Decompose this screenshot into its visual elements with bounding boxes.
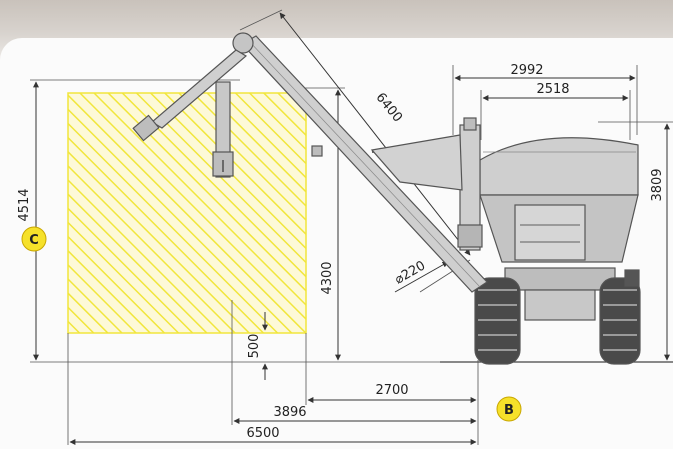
badge-c: C <box>21 226 47 252</box>
auger-assembly <box>132 32 488 293</box>
extension-lines <box>30 9 673 445</box>
auger-head <box>232 32 254 54</box>
chassis <box>504 267 616 291</box>
grain-cart <box>457 117 641 365</box>
dim-label-6400: 6400 <box>372 90 404 125</box>
badge-b-label: B <box>504 403 514 418</box>
discharge-zone <box>67 92 307 334</box>
hopper-body <box>479 137 639 196</box>
dim-label-4300: 4300 <box>320 261 335 294</box>
spout-arm <box>150 49 248 129</box>
spout-end <box>132 114 160 142</box>
dim-label-2992: 2992 <box>510 63 543 78</box>
badge-c-label: C <box>29 233 39 248</box>
dim-label-500: 500 <box>247 334 262 359</box>
dim-label-2700: 2700 <box>375 383 408 398</box>
dim-label-4514: 4514 <box>17 188 32 221</box>
dim-label-3896: 3896 <box>273 405 306 420</box>
badge-b: B <box>496 396 522 422</box>
dim-label-2518: 2518 <box>536 82 569 97</box>
dimension-lines <box>33 12 670 445</box>
dim-label-3809: 3809 <box>650 168 665 201</box>
dim-label-6500: 6500 <box>246 426 279 441</box>
hopper-frame <box>514 204 586 261</box>
